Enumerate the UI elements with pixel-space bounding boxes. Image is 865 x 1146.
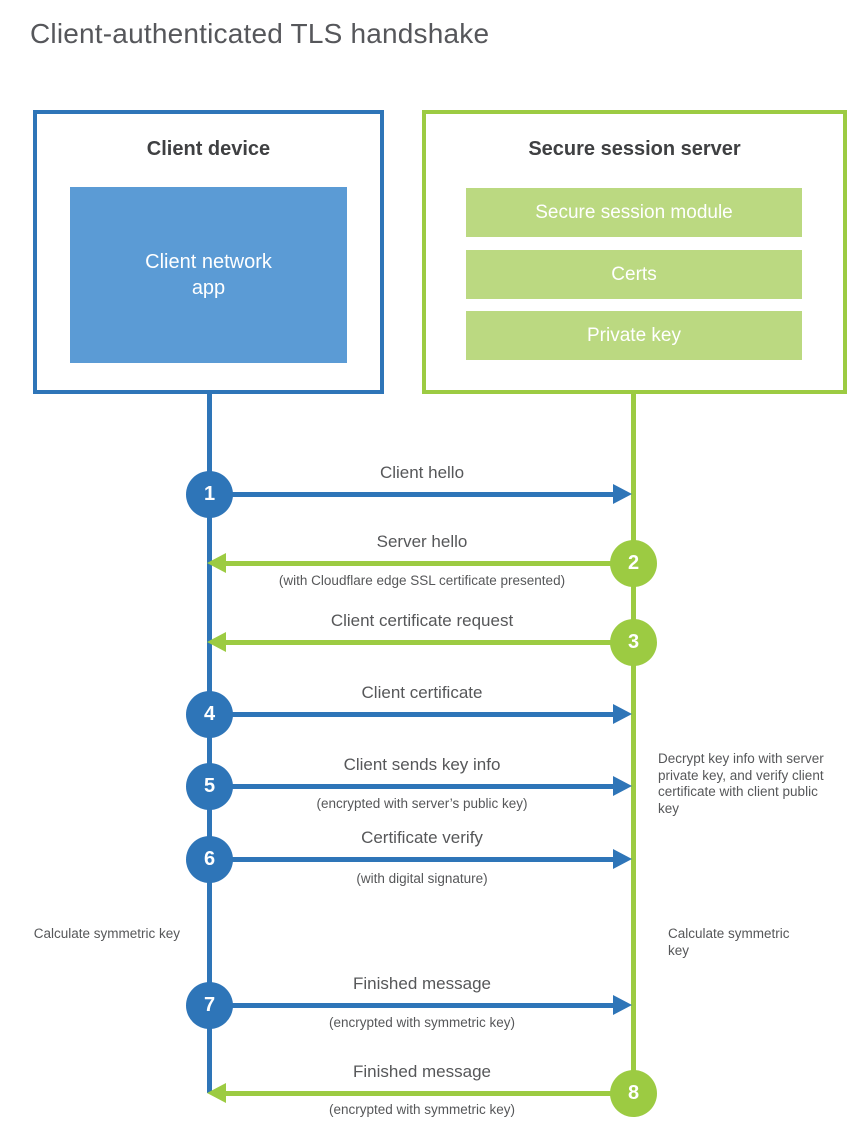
step-5-sublabel: (encrypted with server’s public key) (316, 796, 528, 811)
step-2-arrow (225, 561, 612, 566)
client-network-app-box: Client network app (70, 187, 347, 363)
server-box-title: Secure session server (528, 138, 741, 160)
step-3-circle: 3 (610, 619, 657, 666)
step-6-arrowhead-icon (613, 849, 632, 869)
server-lifeline (631, 393, 636, 1075)
step-7-sublabel: (encrypted with symmetric key) (328, 1015, 516, 1030)
note-calculate-symmetric-key-server: Calculate symmetric key (668, 926, 790, 958)
step-1-circle: 1 (186, 471, 233, 518)
step-8-arrowhead-icon (207, 1083, 226, 1103)
client-lifeline (207, 393, 212, 1093)
client-device-title: Client device (146, 138, 271, 160)
server-module-secure-session: Secure session module (466, 188, 802, 237)
step-3-arrowhead-icon (207, 632, 226, 652)
step-5-arrow (230, 784, 614, 789)
note-calculate-symmetric-key-client: Calculate symmetric key (33, 926, 180, 941)
page-title: Client-authenticated TLS handshake (30, 18, 490, 49)
step-1-label: Client hello (379, 463, 465, 482)
server-module-certs: Certs (466, 250, 802, 299)
step-6-arrow (230, 857, 614, 862)
step-4-circle: 4 (186, 691, 233, 738)
step-6-circle: 6 (186, 836, 233, 883)
server-module-private-key: Private key (466, 311, 802, 360)
step-2-sublabel: (with Cloudflare edge SSL certificate pr… (278, 573, 566, 588)
step-8-arrow (225, 1091, 612, 1096)
step-7-circle: 7 (186, 982, 233, 1029)
step-1-arrow (230, 492, 614, 497)
step-4-label: Client certificate (361, 683, 483, 702)
step-8-sublabel: (encrypted with symmetric key) (328, 1102, 516, 1117)
note-decrypt-key-info: Decrypt key info with server private key… (658, 751, 824, 816)
step-8-label: Finished message (353, 1062, 491, 1081)
step-1-arrowhead-icon (613, 484, 632, 504)
step-6-sublabel: (with digital signature) (356, 871, 488, 886)
step-6-label: Certificate verify (361, 828, 483, 847)
step-2-circle: 2 (610, 540, 657, 587)
step-7-label: Finished message (353, 974, 491, 993)
step-7-arrowhead-icon (613, 995, 632, 1015)
step-8-circle: 8 (610, 1070, 657, 1117)
step-2-arrowhead-icon (207, 553, 226, 573)
step-4-arrowhead-icon (613, 704, 632, 724)
step-5-label: Client sends key info (343, 755, 501, 774)
step-4-arrow (230, 712, 614, 717)
step-5-arrowhead-icon (613, 776, 632, 796)
step-3-label: Client certificate request (330, 611, 514, 630)
step-7-arrow (230, 1003, 614, 1008)
step-5-circle: 5 (186, 763, 233, 810)
step-2-label: Server hello (376, 532, 468, 551)
step-3-arrow (225, 640, 612, 645)
